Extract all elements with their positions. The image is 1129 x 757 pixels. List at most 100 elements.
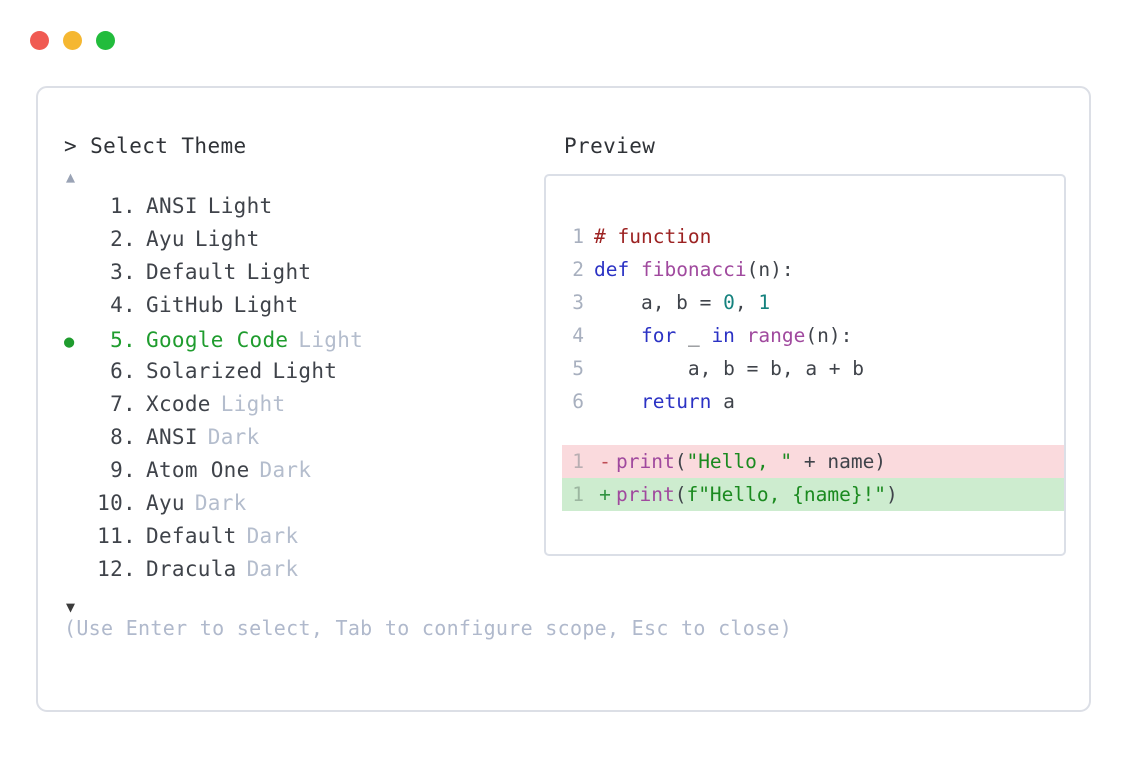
theme-item-index: 1. — [110, 194, 136, 218]
theme-item-variant: Light — [298, 328, 364, 352]
theme-list-item[interactable]: 4. GitHub Light — [64, 293, 534, 326]
theme-item-name: ANSI — [146, 425, 198, 449]
code-line: 6 return a — [562, 385, 1064, 418]
code-token: # function — [594, 225, 712, 248]
code-line: 4 for _ in range(n): — [562, 319, 1064, 352]
code-token: 0 — [723, 291, 735, 314]
code-token: range — [746, 324, 806, 347]
code-line-text: print(f"Hello, {name}!") — [616, 478, 898, 511]
code-line-text: for _ in range(n): — [594, 319, 852, 352]
theme-item-variant: Dark — [246, 557, 299, 581]
theme-list-item[interactable]: 7. Xcode Light — [64, 392, 534, 425]
code-token: f"Hello, {name}!" — [686, 483, 887, 506]
diff-line-del: 1-print("Hello, " + name) — [562, 445, 1064, 478]
theme-item-index: 3. — [110, 260, 136, 284]
code-line-text: print("Hello, " + name) — [616, 445, 886, 478]
theme-item-index: 11. — [97, 524, 136, 548]
code-token: print — [616, 450, 675, 473]
theme-list-item[interactable]: 1. ANSI Light — [64, 194, 534, 227]
theme-item-index: 4. — [110, 293, 136, 317]
theme-list-item[interactable]: 6. Solarized Light — [64, 359, 534, 392]
code-token: print — [616, 483, 675, 506]
theme-item-variant: Light — [220, 392, 286, 416]
theme-list-item[interactable]: 8. ANSI Dark — [64, 425, 534, 458]
theme-item-variant: Light — [207, 194, 273, 218]
code-token: def — [594, 258, 641, 281]
code-token: + name) — [792, 450, 887, 473]
theme-item-variant: Dark — [207, 425, 260, 449]
code-token: (n): — [746, 258, 794, 281]
code-token: "Hello, " — [686, 450, 793, 473]
theme-list-item[interactable]: 3. Default Light — [64, 260, 534, 293]
theme-item-variant: Light — [246, 260, 312, 284]
theme-item-index: 7. — [110, 392, 136, 416]
code-line: 3 a, b = 0, 1 — [562, 286, 1064, 319]
theme-item-name: Atom One — [146, 458, 250, 482]
line-number: 5 — [572, 357, 584, 380]
code-token: a — [711, 390, 735, 413]
code-line: 1 # function — [562, 220, 1064, 253]
close-button[interactable] — [30, 31, 49, 50]
theme-item-index: 10. — [97, 491, 136, 515]
scroll-up-icon[interactable]: ▲ — [66, 168, 76, 186]
code-line-text: a, b = 0, 1 — [594, 286, 770, 319]
code-token: ( — [674, 450, 687, 473]
code-line-text: # function — [594, 220, 711, 253]
code-line-text: a, b = b, a + b — [594, 352, 864, 385]
line-number: 1 — [572, 450, 584, 473]
theme-item-variant: Dark — [194, 491, 247, 515]
scroll-down-icon[interactable]: ▼ — [66, 598, 76, 616]
code-line: 5 a, b = b, a + b — [562, 352, 1064, 385]
code-token: return — [640, 390, 712, 413]
minimize-button[interactable] — [63, 31, 82, 50]
code-token: a, b = — [594, 291, 724, 314]
theme-item-index: 12. — [97, 557, 136, 581]
line-number: 3 — [572, 291, 584, 314]
theme-item-name: Solarized — [146, 359, 263, 383]
maximize-button[interactable] — [96, 31, 115, 50]
theme-item-index: 6. — [110, 359, 136, 383]
theme-item-variant: Dark — [259, 458, 312, 482]
line-number: 1 — [572, 225, 584, 248]
code-token: for — [640, 324, 677, 347]
diff-marker: + — [599, 483, 611, 506]
theme-item-name: Xcode — [146, 392, 211, 416]
keyboard-hint: (Use Enter to select, Tab to configure s… — [64, 616, 793, 640]
theme-list-item[interactable]: 12. Dracula Dark — [64, 557, 534, 590]
theme-item-name: GitHub — [146, 293, 224, 317]
page-title: > Select Theme — [64, 134, 247, 158]
theme-list-item[interactable]: 9. Atom One Dark — [64, 458, 534, 491]
theme-item-variant: Light — [233, 293, 299, 317]
line-number: 1 — [572, 483, 584, 506]
code-token — [594, 390, 641, 413]
code-token: in — [711, 324, 735, 347]
theme-item-variant: Light — [272, 359, 338, 383]
code-token: _ — [676, 324, 712, 347]
code-token: , — [734, 291, 759, 314]
theme-item-index: 8. — [110, 425, 136, 449]
code-line-text: def fibonacci(n): — [594, 253, 794, 286]
code-line-text: return a — [594, 385, 735, 418]
theme-item-index: 9. — [110, 458, 136, 482]
theme-item-name: ANSI — [146, 194, 198, 218]
code-token: (n): — [805, 324, 853, 347]
theme-item-variant: Light — [194, 227, 260, 251]
code-token: ( — [674, 483, 687, 506]
theme-item-index: 2. — [110, 227, 136, 251]
theme-item-index: 5. — [110, 328, 136, 352]
selected-bullet-icon: ● — [64, 332, 75, 352]
code-token — [735, 324, 747, 347]
window-controls — [30, 31, 115, 50]
line-number: 4 — [572, 324, 584, 347]
theme-item-name: Dracula — [146, 557, 237, 581]
theme-item-name: Default — [146, 260, 237, 284]
